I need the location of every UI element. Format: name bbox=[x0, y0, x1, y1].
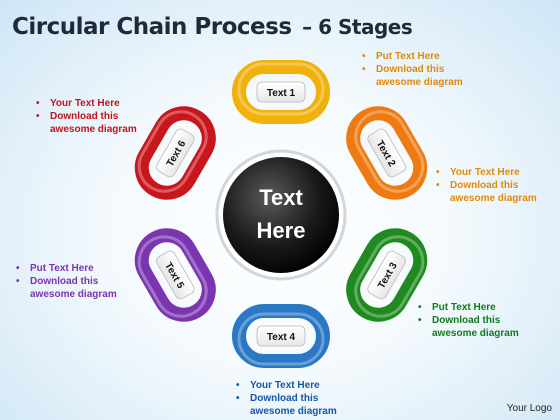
note-4-line-1: Your Text Here bbox=[234, 379, 345, 392]
note-4-line-2: Download this awesome diagram bbox=[234, 392, 345, 418]
slide-title: Circular Chain Process – 6 Stages bbox=[12, 4, 413, 42]
note-2-line-2: Download this awesome diagram bbox=[434, 179, 545, 205]
title-main: Circular Chain Process bbox=[12, 14, 292, 40]
note-4: Your Text Here Download this awesome dia… bbox=[234, 379, 345, 418]
chain-link-4 bbox=[232, 304, 330, 368]
chain-link-1-label-box: Text 1 bbox=[256, 81, 306, 103]
note-1: Put Text Here Download this awesome diag… bbox=[360, 50, 471, 89]
chain-link-2-highlight bbox=[354, 110, 425, 193]
chain-link-1-label-bg bbox=[256, 81, 306, 103]
chain-link-5-label-bg bbox=[156, 250, 195, 300]
chain-link-1 bbox=[232, 60, 330, 124]
center-hub: Text Here bbox=[215, 149, 347, 281]
chain-link-6 bbox=[134, 106, 216, 200]
note-2-line-1: Your Text Here bbox=[434, 166, 545, 179]
center-circle bbox=[223, 157, 339, 273]
note-3-line-1: Put Text Here bbox=[416, 301, 527, 314]
chain-link-3-label-bg bbox=[367, 250, 406, 300]
chain-link-2-label-bg bbox=[367, 128, 406, 178]
note-1-line-1: Put Text Here bbox=[360, 50, 471, 63]
chain-link-2 bbox=[346, 106, 428, 200]
chain-link-3 bbox=[346, 228, 428, 322]
chain-link-4-label-box: Text 4 bbox=[256, 325, 306, 347]
note-6-line-1: Your Text Here bbox=[34, 97, 145, 110]
chain-link-4-label: Text 4 bbox=[267, 332, 296, 343]
center-label-line-1: Text bbox=[259, 185, 303, 210]
note-5: Put Text Here Download this awesome diag… bbox=[14, 262, 125, 301]
chain-link-5-highlight bbox=[137, 235, 208, 318]
note-6: Your Text Here Download this awesome dia… bbox=[34, 97, 145, 136]
note-5-line-2: Download this awesome diagram bbox=[14, 275, 125, 301]
chain-link-5 bbox=[134, 228, 216, 322]
chain-link-5-ring bbox=[134, 228, 216, 322]
chain-link-6-highlight bbox=[137, 110, 208, 193]
chain-link-2-ring bbox=[346, 106, 428, 200]
chain-link-3-highlight bbox=[354, 235, 425, 318]
note-6-line-2: Download this awesome diagram bbox=[34, 110, 145, 136]
chain-link-4-highlight bbox=[237, 312, 325, 366]
note-1-line-2: Download this awesome diagram bbox=[360, 63, 471, 89]
chain-link-1-ring bbox=[232, 60, 330, 124]
chain-link-6-ring bbox=[134, 106, 216, 200]
chain-link-1-label: Text 1 bbox=[267, 88, 296, 99]
chain-link-4-ring bbox=[232, 304, 330, 368]
note-2: Your Text Here Download this awesome dia… bbox=[434, 166, 545, 205]
chain-link-4-label-bg bbox=[256, 325, 306, 347]
note-3: Put Text Here Download this awesome diag… bbox=[416, 301, 527, 340]
title-subtitle: – 6 Stages bbox=[302, 15, 413, 39]
logo-placeholder: Your Logo bbox=[506, 403, 552, 414]
chain-link-1-highlight bbox=[237, 62, 325, 116]
center-label-line-2: Here bbox=[257, 218, 306, 243]
note-3-line-2: Download this awesome diagram bbox=[416, 314, 527, 340]
note-5-line-1: Put Text Here bbox=[14, 262, 125, 275]
chain-link-6-label-bg bbox=[156, 128, 195, 178]
chain-link-3-ring bbox=[346, 228, 428, 322]
